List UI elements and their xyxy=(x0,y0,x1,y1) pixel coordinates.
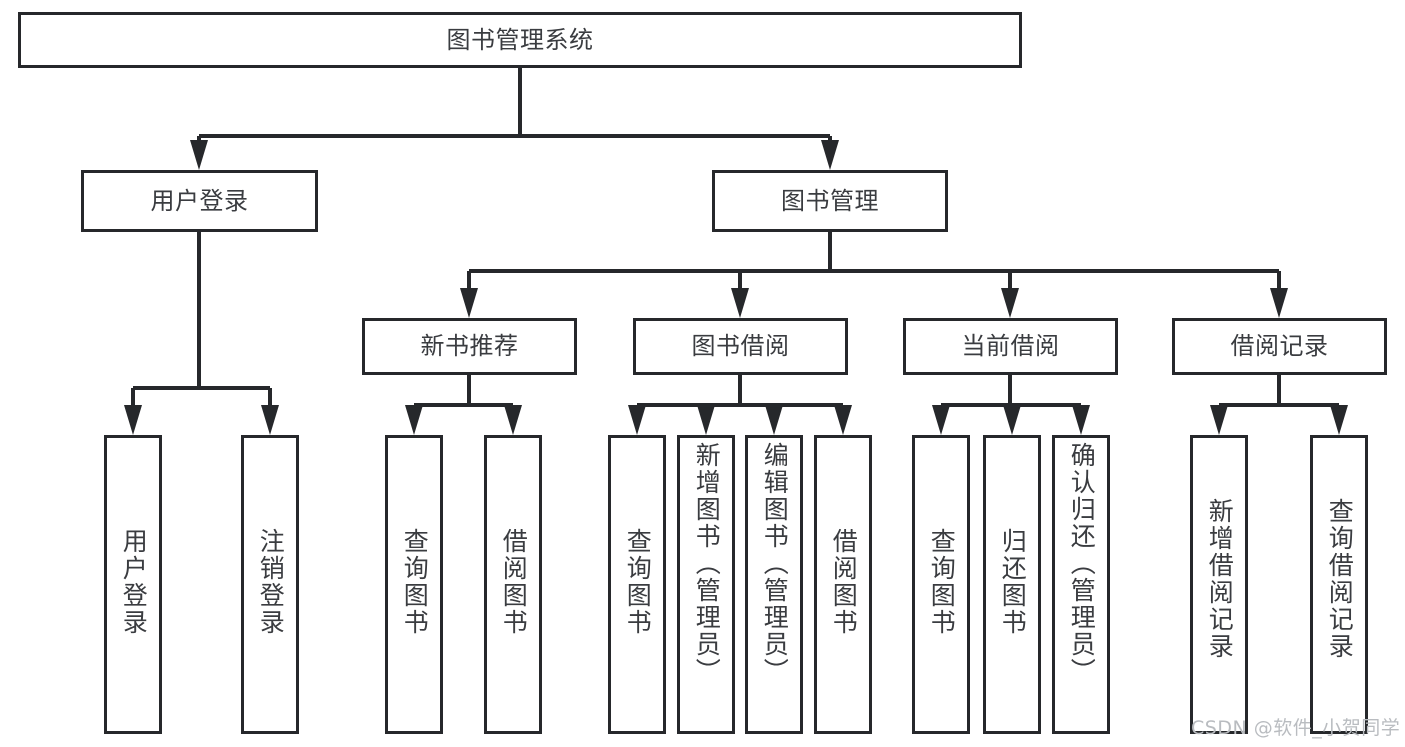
level2-node-1[interactable]: 图书管理 xyxy=(712,170,948,232)
arrowhead xyxy=(731,288,749,318)
level3-node-2[interactable]: 当前借阅 xyxy=(903,318,1118,375)
arrowhead xyxy=(190,140,208,170)
leaf-node-9[interactable]: 归还图书 xyxy=(983,435,1041,734)
leaf-node-label: 借阅图书 xyxy=(499,527,529,636)
arrowhead xyxy=(834,405,852,435)
leaf-node-5[interactable]: 新增图书（管理员） xyxy=(677,435,735,734)
arrowhead xyxy=(1001,288,1019,318)
leaf-node-label: 查询图书 xyxy=(927,527,957,636)
arrowhead xyxy=(628,405,646,435)
connector-lines xyxy=(131,68,1339,407)
level3-node-0[interactable]: 新书推荐 xyxy=(362,318,577,375)
arrowhead xyxy=(697,405,715,435)
arrowhead xyxy=(932,405,950,435)
leaf-node-10[interactable]: 确认归还（管理员） xyxy=(1052,435,1110,734)
leaf-node-11[interactable]: 新增借阅记录 xyxy=(1190,435,1248,734)
arrowhead xyxy=(1003,405,1021,435)
leaf-node-0[interactable]: 用户登录 xyxy=(104,435,162,734)
level2-node-0[interactable]: 用户登录 xyxy=(81,170,318,232)
leaf-node-3[interactable]: 借阅图书 xyxy=(484,435,542,734)
arrowhead xyxy=(460,288,478,318)
level3-node-label: 借阅记录 xyxy=(1230,332,1329,361)
leaf-node-label: 新增图书（管理员） xyxy=(692,442,722,685)
leaf-node-label: 查询图书 xyxy=(623,527,653,636)
arrowhead xyxy=(1072,405,1090,435)
leaf-node-2[interactable]: 查询图书 xyxy=(385,435,443,734)
level3-node-3[interactable]: 借阅记录 xyxy=(1172,318,1387,375)
leaf-node-7[interactable]: 借阅图书 xyxy=(814,435,872,734)
arrowhead xyxy=(405,405,423,435)
arrowhead xyxy=(1210,405,1228,435)
leaf-node-label: 查询图书 xyxy=(400,527,430,636)
level2-node-label: 图书管理 xyxy=(781,186,879,215)
arrowhead xyxy=(765,405,783,435)
leaf-node-1[interactable]: 注销登录 xyxy=(241,435,299,734)
root-node-0[interactable]: 图书管理系统 xyxy=(18,12,1022,68)
level3-node-label: 图书借阅 xyxy=(691,332,790,361)
arrowhead xyxy=(1330,405,1348,435)
leaf-node-label: 新增借阅记录 xyxy=(1205,497,1235,660)
leaf-node-label: 查询借阅记录 xyxy=(1325,497,1355,660)
leaf-node-label: 用户登录 xyxy=(119,527,149,636)
leaf-node-8[interactable]: 查询图书 xyxy=(912,435,970,734)
leaf-node-6[interactable]: 编辑图书（管理员） xyxy=(745,435,803,734)
leaf-node-label: 借阅图书 xyxy=(829,527,859,636)
arrowhead xyxy=(821,140,839,170)
root-node-label: 图书管理系统 xyxy=(446,25,594,54)
arrowhead xyxy=(504,405,522,435)
connector-arrowheads xyxy=(124,140,1348,435)
level3-node-label: 当前借阅 xyxy=(961,332,1060,361)
arrowhead xyxy=(261,405,279,435)
leaf-node-12[interactable]: 查询借阅记录 xyxy=(1310,435,1368,734)
level3-node-label: 新书推荐 xyxy=(420,332,519,361)
leaf-node-label: 确认归还（管理员） xyxy=(1067,442,1097,685)
leaf-node-label: 编辑图书（管理员） xyxy=(760,442,790,685)
level3-node-1[interactable]: 图书借阅 xyxy=(633,318,848,375)
arrowhead xyxy=(1270,288,1288,318)
leaf-node-4[interactable]: 查询图书 xyxy=(608,435,666,734)
leaf-node-label: 注销登录 xyxy=(256,527,286,636)
arrowhead xyxy=(124,405,142,435)
level2-node-label: 用户登录 xyxy=(150,186,249,215)
leaf-node-label: 归还图书 xyxy=(998,527,1028,636)
